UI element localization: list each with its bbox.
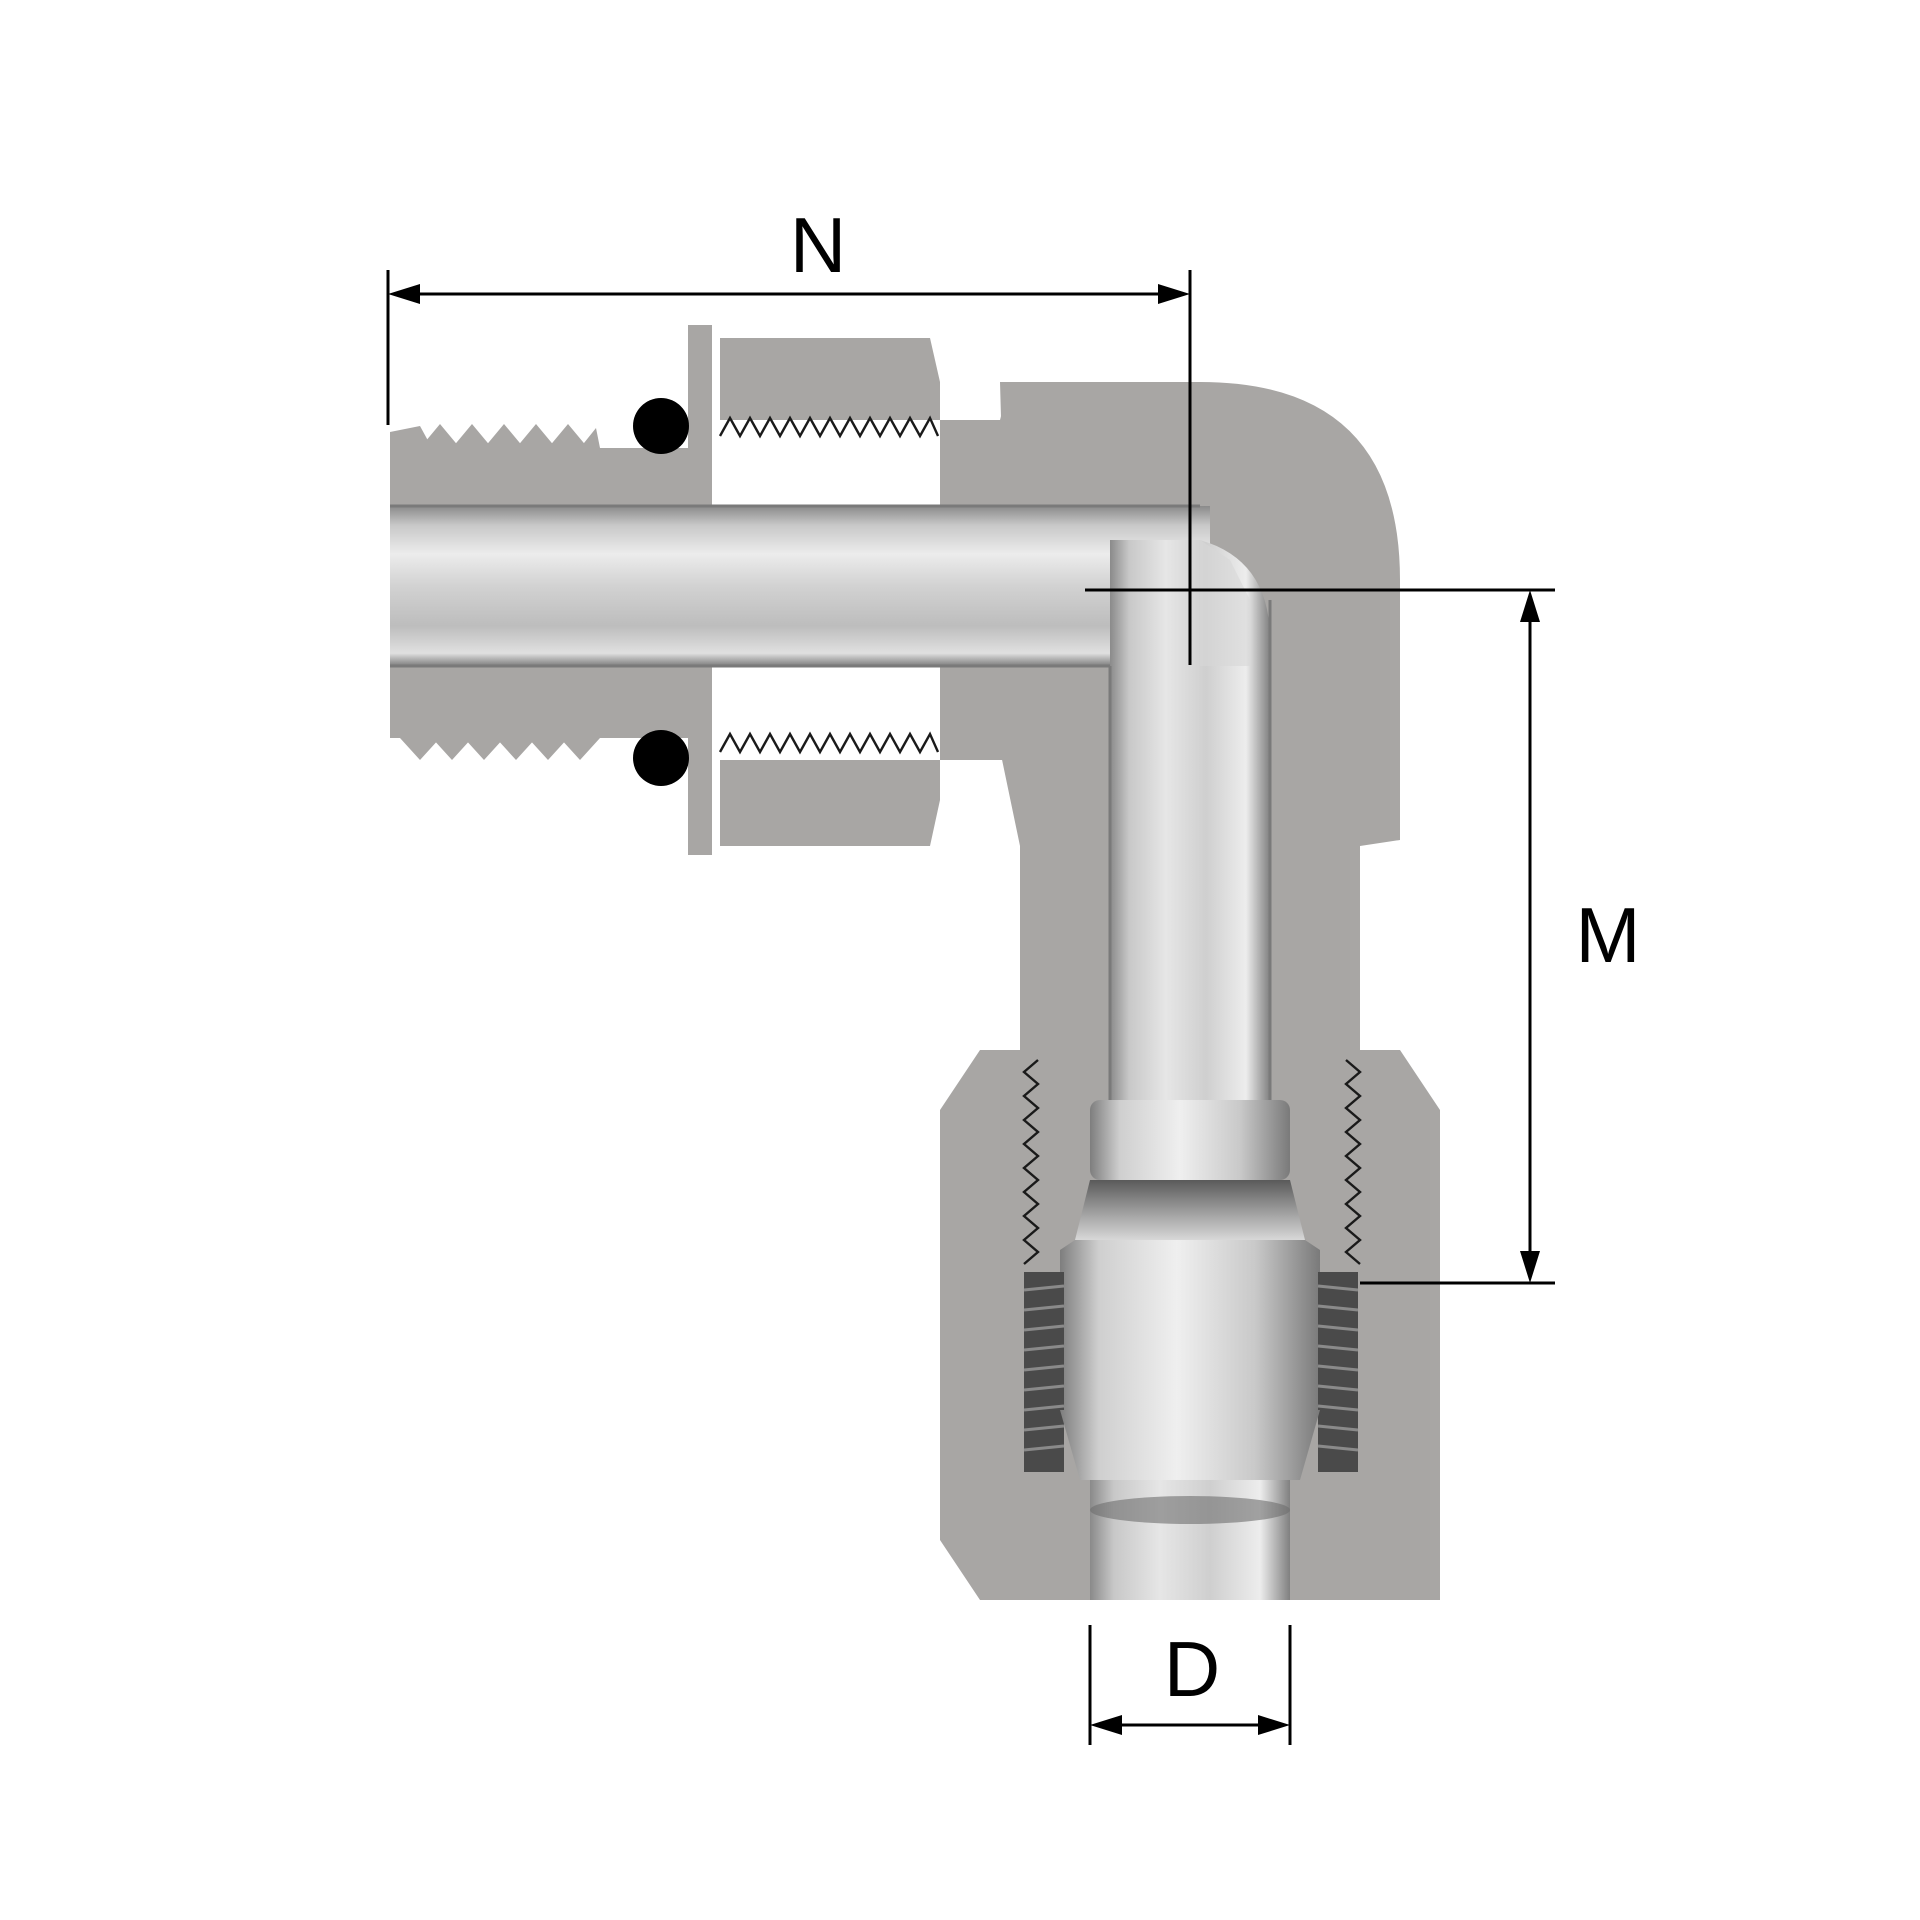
- ferrule-assembly: [1023, 1100, 1359, 1600]
- o-ring-top: [633, 398, 689, 454]
- o-ring-bottom: [633, 730, 689, 786]
- dimension-label-M: M: [1576, 891, 1641, 979]
- dimension-D: D: [1088, 1625, 1292, 1745]
- dimension-N: N: [386, 201, 1555, 665]
- dimension-label-D: D: [1164, 1625, 1220, 1713]
- dimension-label-N: N: [790, 201, 846, 289]
- body-threads: [718, 415, 1362, 1265]
- dimension-M: M: [1360, 590, 1641, 1285]
- o-rings: [633, 398, 689, 786]
- tube-bore: [390, 504, 1272, 1110]
